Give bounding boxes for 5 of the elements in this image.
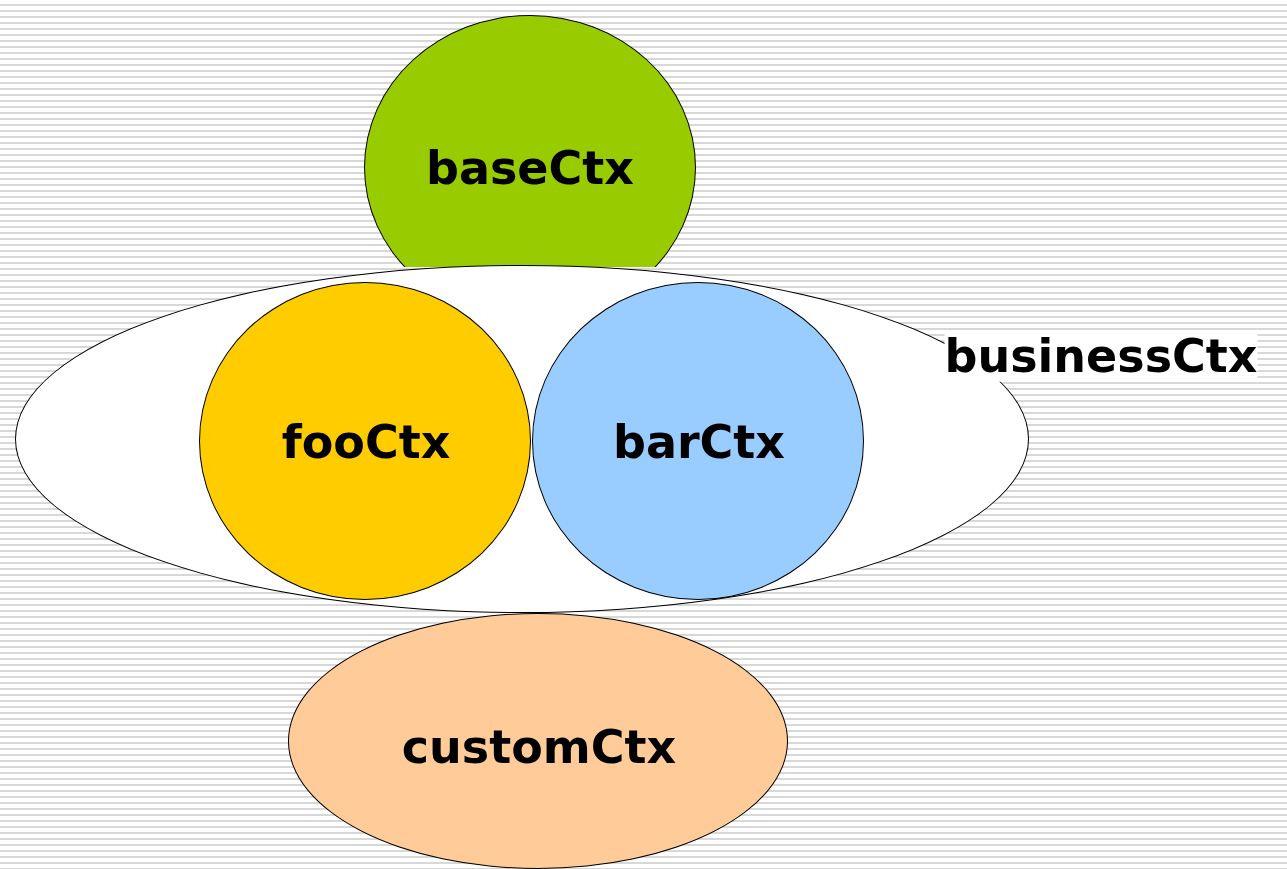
context-label: baseCtx — [426, 142, 634, 193]
context-label: businessCtx — [944, 331, 1258, 382]
context-label: barCtx — [612, 416, 786, 468]
context-label: customCtx — [401, 721, 677, 773]
context-label: fooCtx — [281, 416, 451, 468]
